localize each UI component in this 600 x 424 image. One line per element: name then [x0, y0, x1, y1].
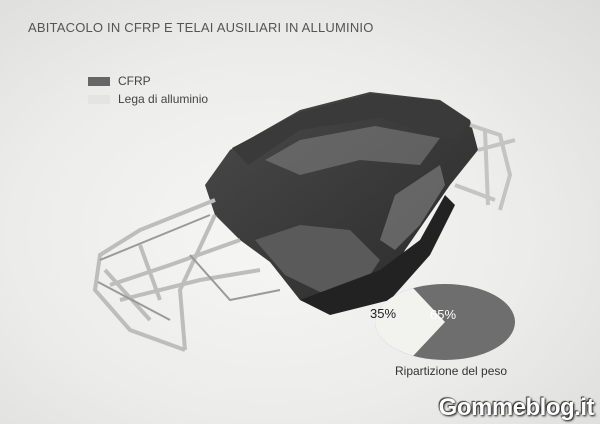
legend-label-aluminium: Lega di alluminio — [118, 92, 209, 106]
page-title: ABITACOLO IN CFRP E TELAI AUSILIARI IN A… — [28, 20, 374, 35]
legend-item-cfrp: CFRP — [88, 72, 208, 90]
front-aluminium-subframe — [92, 198, 261, 352]
pie-slice-aluminium — [375, 288, 445, 356]
legend-label-cfrp: CFRP — [118, 74, 151, 88]
legend-swatch-cfrp — [88, 76, 110, 86]
front-aluminium-detail — [97, 214, 281, 321]
watermark: Gommeblog.it — [438, 394, 595, 421]
legend: CFRP Lega di alluminio — [88, 72, 208, 108]
legend-item-aluminium: Lega di alluminio — [88, 90, 208, 108]
pie-label-cfrp: 65% — [430, 307, 457, 322]
legend-swatch-aluminium — [88, 94, 110, 104]
rear-aluminium-subframe — [454, 123, 516, 211]
pie-label-aluminium: 35% — [370, 306, 397, 321]
cfrp-tub — [205, 92, 478, 315]
pie-caption: Ripartizione del peso — [395, 364, 508, 378]
